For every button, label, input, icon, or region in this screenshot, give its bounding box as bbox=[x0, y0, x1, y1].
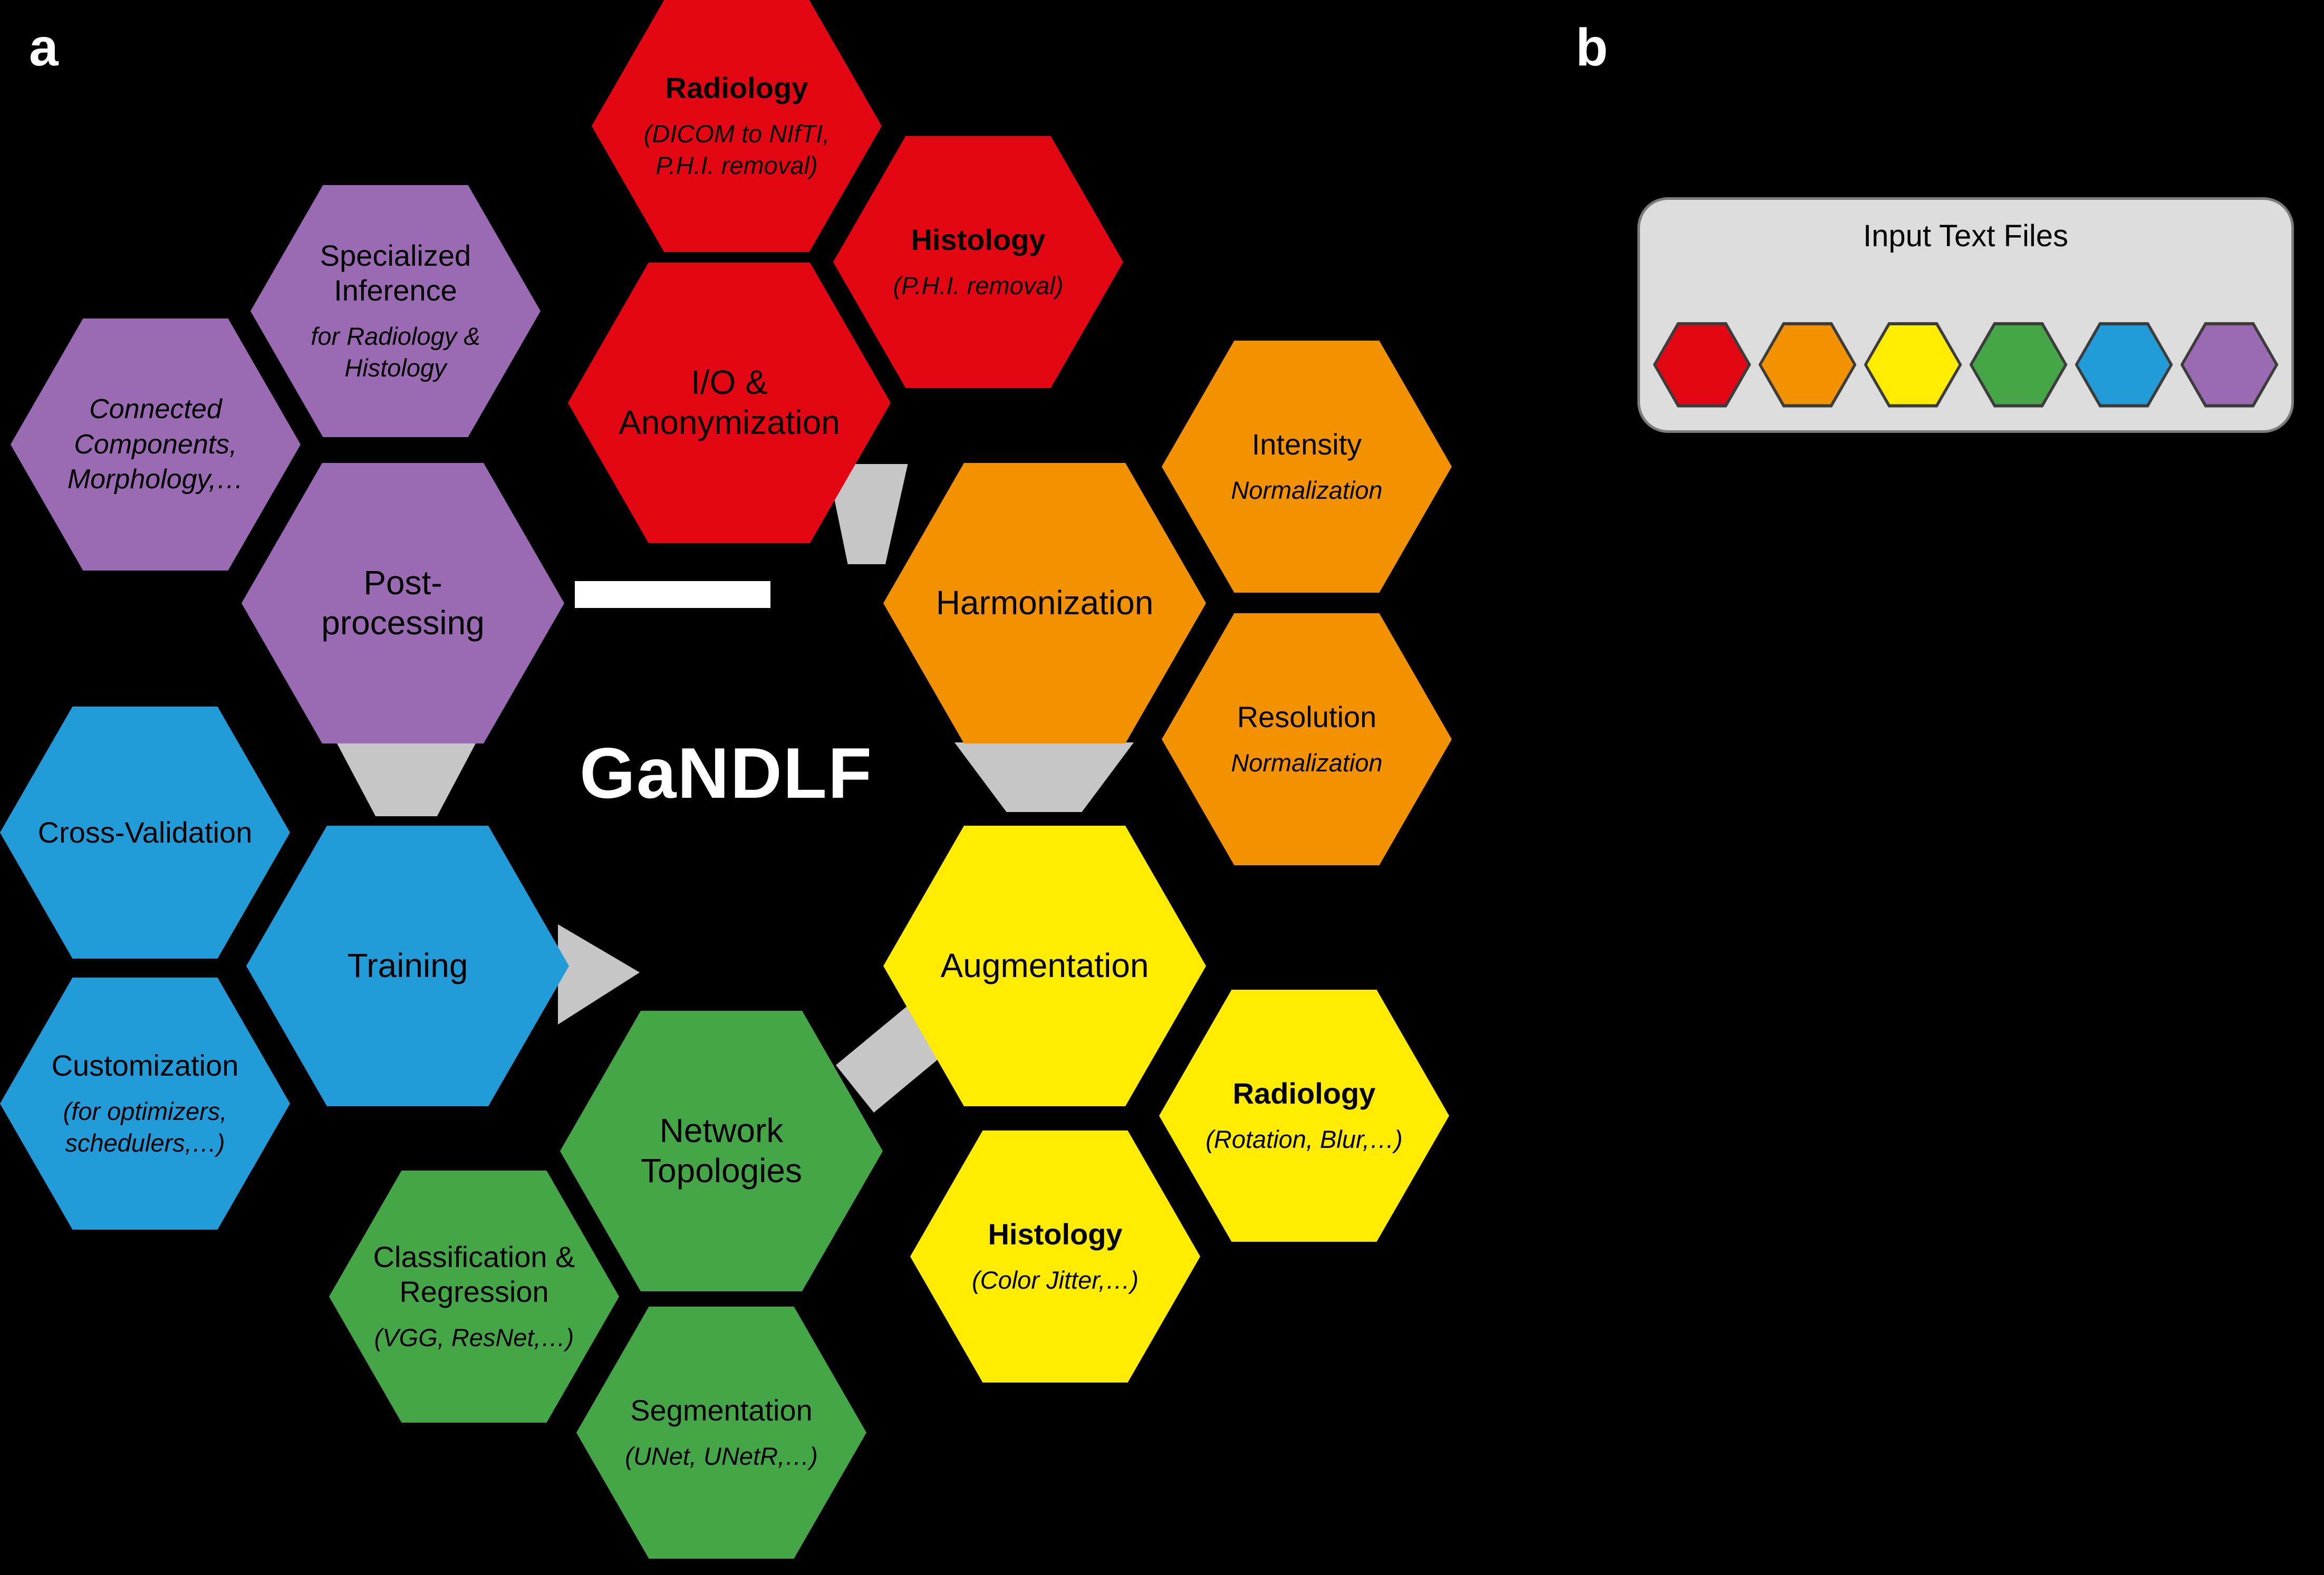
hexagon-harmonization: Harmonization bbox=[883, 463, 1206, 743]
input-hex-green bbox=[1969, 322, 2068, 408]
hexagon-title: Radiology bbox=[1232, 1076, 1376, 1110]
input-box-title: Input Text Files bbox=[1863, 219, 2068, 253]
hexagon-title: Intensity bbox=[1251, 427, 1362, 461]
hexagon-training: Training bbox=[246, 826, 569, 1106]
hexagon-subtitle: (DICOM to NIfTI, P.H.I. removal) bbox=[643, 119, 830, 180]
hexagon-subtitle: (P.H.I. removal) bbox=[893, 271, 1064, 299]
hexagon-subtitle: (for optimizers, schedulers,…) bbox=[63, 1097, 227, 1157]
hexagon-io-anonymization: I/O & Anonymization bbox=[568, 263, 891, 543]
hexagon-subtitle: Connected Components, Morphology,… bbox=[67, 394, 244, 495]
hexagon-title: Classification & Regression bbox=[373, 1240, 575, 1308]
hexagon-radiology-io: Radiology (DICOM to NIfTI, P.H.I. remova… bbox=[592, 0, 882, 252]
hexagon-title: I/O & Anonymization bbox=[619, 363, 840, 441]
hexagon-specialized-inference: Specialized Inference for Radiology & Hi… bbox=[250, 185, 541, 437]
hexagon-title: Network Topologies bbox=[641, 1112, 802, 1190]
hexagon-title: Radiology bbox=[665, 71, 808, 104]
hexagon-title: Harmonization bbox=[936, 584, 1154, 622]
hexagon-subtitle: for Radiology & Histology bbox=[311, 322, 480, 382]
hexagon-intensity-normalization: Intensity Normalization bbox=[1162, 341, 1452, 593]
center-title-gandlf: GaNDLF bbox=[580, 733, 873, 813]
hexagon-classification-regression: Classification & Regression (VGG, ResNet… bbox=[329, 1171, 619, 1423]
hexagon-title: Cross-Validation bbox=[37, 815, 253, 849]
hexagon-radiology-augmentation: Radiology (Rotation, Blur,…) bbox=[1159, 990, 1449, 1242]
input-hex-red bbox=[1653, 322, 1751, 408]
hexagon-title: Post- processing bbox=[321, 564, 485, 642]
hexagon-connected-components: Connected Components, Morphology,… bbox=[11, 318, 301, 571]
input-text-files-box: Input Text Files bbox=[1637, 197, 2294, 433]
hexagon-resolution-normalization: Resolution Normalization bbox=[1162, 613, 1452, 865]
hexagon-title: Customization bbox=[51, 1048, 239, 1082]
hexagon-subtitle: Normalization bbox=[1231, 748, 1383, 777]
hexagon-subtitle: (VGG, ResNet,…) bbox=[374, 1323, 574, 1351]
hexagon-network-topologies: Network Topologies bbox=[560, 1011, 883, 1291]
hexagon-subtitle: (Color Jitter,…) bbox=[972, 1265, 1139, 1294]
input-hex-yellow bbox=[1864, 322, 1962, 408]
panel-a-label: a bbox=[29, 18, 59, 77]
hexagon-title: Specialized Inference bbox=[320, 238, 471, 307]
hexagon-title: Resolution bbox=[1237, 700, 1377, 733]
hexagon-customization: Customization (for optimizers, scheduler… bbox=[0, 978, 290, 1230]
hexagon-subtitle: (Rotation, Blur,…) bbox=[1206, 1125, 1403, 1153]
input-file-hexes bbox=[1653, 322, 2279, 408]
hexagon-title: Segmentation bbox=[630, 1393, 813, 1427]
hexagon-title: Training bbox=[347, 946, 468, 985]
hexagon-title: Augmentation bbox=[940, 946, 1149, 985]
input-hex-purple bbox=[2180, 322, 2279, 408]
panel-b-label: b bbox=[1576, 18, 1608, 77]
hexagon-cross-validation: Cross-Validation bbox=[0, 707, 290, 959]
hexagon-post-processing: Post- processing bbox=[242, 463, 564, 743]
hexagon-title: Histology bbox=[988, 1217, 1123, 1251]
hexagon-subtitle: Normalization bbox=[1231, 476, 1383, 504]
hexagon-histology-io: Histology (P.H.I. removal) bbox=[833, 136, 1123, 388]
hexagon-segmentation: Segmentation (UNet, UNetR,…) bbox=[576, 1307, 866, 1559]
hexagon-histology-augmentation: Histology (Color Jitter,…) bbox=[910, 1130, 1200, 1383]
input-hex-blue bbox=[2075, 322, 2173, 408]
connector-postprocessing-center bbox=[336, 742, 476, 816]
connector-training-center bbox=[558, 924, 640, 1025]
hexagon-title: Histology bbox=[911, 223, 1046, 256]
white-connector-bar bbox=[575, 581, 770, 608]
input-hex-orange bbox=[1758, 322, 1857, 408]
connector-harmonization-center bbox=[954, 742, 1134, 812]
hexagon-subtitle: (UNet, UNetR,…) bbox=[625, 1442, 818, 1470]
